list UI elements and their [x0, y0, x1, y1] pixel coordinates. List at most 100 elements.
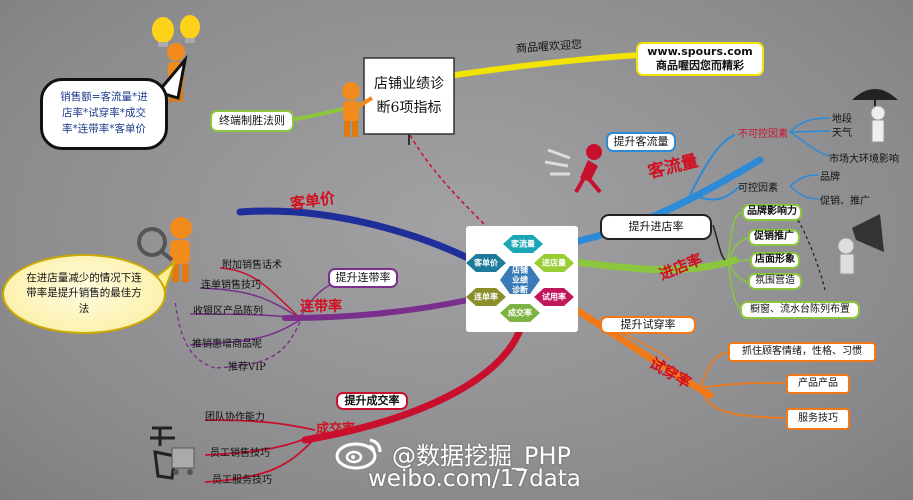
uncontrollable-item-3: 市场大环境影响: [829, 154, 899, 165]
hex-label-chengjiao: 成交率: [508, 308, 532, 318]
hex-kedanjia: [466, 254, 506, 272]
line-shichuan-2: [699, 382, 786, 389]
line-shichuan-1: [699, 351, 729, 389]
liandai-box: 提升连带率: [328, 268, 398, 288]
jindian-item-1: 品牌影响力: [742, 204, 802, 221]
weibo-logo-icon: [334, 436, 384, 470]
line-jindian-3: [727, 259, 751, 263]
jindian-item-4: 氛围营造: [748, 273, 802, 290]
hex-label-center-1: 店铺: [512, 265, 528, 275]
site-url: www.spours.com: [647, 45, 753, 59]
chengjiao-item-1: 团队协作能力: [205, 412, 265, 423]
uncontrollable-item-2: 天气: [832, 128, 852, 139]
hex-label-shiyong: 试用率: [542, 292, 566, 302]
uncontrollable-item-1: 地段: [832, 114, 852, 125]
watermark-url: weibo.com/17data: [368, 466, 581, 492]
note-line-1: 在进店量减少的情况下连: [26, 272, 142, 285]
shichuan-item-3: 服务技巧: [786, 408, 850, 430]
sub-uncontrollable: [689, 134, 736, 196]
umbrella-figure-icon: [852, 89, 898, 143]
formula-line-1: 销售额=客流量*进: [60, 91, 148, 104]
branch-jindian: [571, 256, 739, 274]
hex-label-jindian: 进店量: [542, 258, 566, 268]
chengjiao-item-3: 员工服务技巧: [212, 475, 272, 486]
title-line-1: 店铺业绩诊: [374, 76, 444, 92]
liandai-note-bubble: 在进店量减少的情况下连 带率是提升销售的最佳方 法: [2, 254, 166, 334]
line-liandai-3: [189, 313, 301, 319]
liandai-title: 连带率: [300, 299, 342, 315]
jindian-box: 提升进店率: [600, 214, 712, 240]
hex-center: [500, 266, 540, 294]
branch-keliuliang: [556, 156, 764, 249]
hex-shiyong: [534, 288, 574, 306]
line-jindian-1: [727, 211, 743, 263]
line-tianqi: [789, 130, 831, 133]
line-liandai-box: [299, 284, 331, 319]
watermark-handle: @数据挖掘_PHP: [392, 442, 571, 470]
line-chengjiao-2: [204, 434, 316, 456]
line-chengjiao-3: [204, 437, 316, 483]
liandai-item-4: 推销惠增商品呢: [192, 339, 262, 350]
liandai-item-1: 附加销售话术: [222, 260, 282, 271]
chengjiao-box: 提升成交率: [336, 392, 408, 410]
controllable-item-2: 促销、推广: [820, 196, 870, 207]
title-line-2: 断6项指标: [376, 100, 442, 116]
shopping-figure-icon: [150, 426, 195, 480]
branch-kedanjia: [236, 207, 472, 262]
hex-label-keliuliang: 客流量: [511, 239, 535, 249]
hex-jindian: [534, 254, 574, 272]
dashed-liandai-loop: [174, 299, 216, 369]
hex-liandai: [466, 288, 506, 306]
hex-label-center-3: 诊断: [512, 285, 528, 295]
hex-keliuliang: [503, 235, 543, 253]
line-jindian-5: [727, 261, 743, 311]
line-jindian-box: [712, 224, 726, 261]
hex-label-kedanjia: 客单价: [474, 258, 498, 268]
keliuliang-box: 提升客流量: [606, 132, 676, 152]
shichuan-item-2: 产品产品: [786, 374, 850, 394]
liandai-item-3: 收银区产品陈列: [193, 306, 263, 317]
running-figure-icon: [544, 144, 602, 194]
hex-chengjiao: [500, 304, 540, 322]
site-box: www.spours.com 商品喔因您而精彩: [636, 42, 764, 76]
line-liandai-5: [214, 321, 301, 369]
line-pinpai: [789, 174, 819, 187]
note-line-3: 法: [78, 302, 90, 315]
jindian-item-5: 橱窗、流水台陈列布置: [740, 301, 860, 319]
sub-controllable: [689, 185, 741, 201]
hex-label-center-2: 业绩: [512, 275, 528, 285]
rule-box: 终端制胜法则: [210, 110, 294, 132]
controllable-item-1: 品牌: [820, 172, 840, 183]
line-shichang: [789, 131, 831, 157]
line-liandai-1: [219, 267, 301, 319]
chengjiao-title: 成交率: [316, 422, 356, 437]
controllable-label: 可控因素: [738, 183, 778, 194]
branch-chengjiao: [301, 326, 524, 444]
liandai-item-2: 连单销售技巧: [201, 280, 261, 291]
line-jindian-2: [727, 237, 749, 263]
line-cuxiao: [789, 185, 819, 200]
chengjiao-item-2: 员工销售技巧: [210, 448, 270, 459]
dashed-jindian: [794, 214, 826, 291]
line-liandai-2: [199, 287, 301, 319]
megaphone-figure-icon: [837, 214, 884, 275]
note-line-2: 带率是提升销售的最佳方: [26, 287, 142, 300]
jindian-item-3: 店面形象: [750, 252, 800, 269]
formula-bubble: 销售额=客流量*进 店率*试穿率*成交 率*连带率*客单价: [40, 78, 168, 150]
shichuan-box: 提升试穿率: [600, 316, 696, 334]
jindian-item-2: 促销推广: [748, 229, 800, 246]
site-slogan: 商品喔因您而精彩: [656, 59, 744, 72]
uncontrollable-label: 不可控因素: [738, 129, 788, 140]
line-chengjiao-1: [204, 419, 316, 431]
shichuan-item-1: 抓住顾客情绪，性格、习惯: [728, 342, 876, 362]
title-board: [363, 57, 455, 135]
formula-line-2: 店率*试穿率*成交: [62, 107, 146, 120]
line-didun: [789, 117, 831, 133]
hex-label-liandai: 连单率: [474, 292, 498, 302]
line-jindian-4: [727, 261, 749, 283]
dashed-link-title: [409, 134, 491, 231]
magnifier-figure-icon: [137, 217, 192, 282]
branch-liandai: [282, 297, 471, 321]
